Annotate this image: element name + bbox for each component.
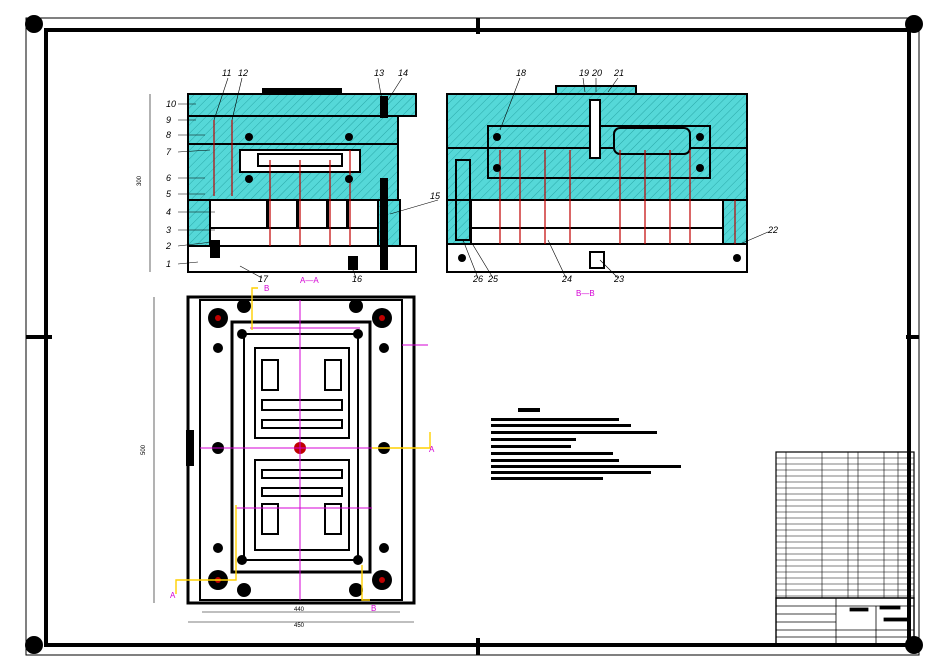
part-label-21: 21 — [613, 68, 624, 78]
part-label-24: 24 — [561, 274, 572, 284]
part-label-26: 26 — [472, 274, 483, 284]
front-section-view: 300 10 9 8 7 6 5 4 3 2 1 11 12 13 14 15 … — [137, 68, 441, 285]
section-title-a-a: A—A — [300, 276, 319, 285]
part-label-1: 1 — [166, 259, 171, 269]
part-label-5: 5 — [166, 189, 172, 199]
dim-width-outer: 450 — [294, 623, 305, 629]
part-label-14: 14 — [398, 68, 408, 78]
svg-text:300: 300 — [137, 175, 143, 186]
part-label-25: 25 — [487, 274, 499, 284]
plan-view: B B A A 500 440 450 — [141, 284, 435, 629]
section-marker-b-bottom: B — [371, 604, 376, 613]
dim-height: 500 — [141, 444, 147, 455]
section-marker-b-top: B — [264, 284, 269, 293]
part-label-16: 16 — [352, 274, 362, 284]
part-label-13: 13 — [374, 68, 384, 78]
corner-mark-bottom-right — [905, 636, 923, 654]
part-label-20: 20 — [591, 68, 602, 78]
section-title-b-b: B—B — [576, 289, 595, 298]
part-label-22: 22 — [767, 225, 778, 235]
dim-width-inner: 440 — [294, 607, 305, 613]
corner-mark-bottom-left — [25, 636, 43, 654]
part-label-12: 12 — [238, 68, 248, 78]
part-label-23: 23 — [613, 274, 624, 284]
part-label-18: 18 — [516, 68, 526, 78]
part-label-19: 19 — [579, 68, 589, 78]
corner-mark-top-right — [905, 15, 923, 33]
part-label-10: 10 — [166, 99, 176, 109]
part-label-17: 17 — [258, 274, 269, 284]
corner-mark-top-left — [25, 15, 43, 33]
title-block — [775, 597, 915, 645]
section-marker-a-right: A — [429, 445, 435, 454]
drawing-frame — [25, 15, 923, 656]
part-label-3: 3 — [166, 225, 171, 235]
parts-list-table — [775, 451, 915, 599]
side-section-view: 18 19 20 21 22 23 24 25 26 B—B — [446, 68, 778, 298]
technical-requirements-block — [491, 408, 681, 480]
part-label-11: 11 — [222, 68, 231, 78]
part-label-7: 7 — [166, 147, 172, 157]
part-label-9: 9 — [166, 115, 171, 125]
part-label-8: 8 — [166, 130, 171, 140]
part-label-2: 2 — [165, 241, 171, 251]
section-marker-a-left: A — [170, 591, 176, 600]
part-label-4: 4 — [166, 207, 171, 217]
part-label-6: 6 — [166, 173, 171, 183]
part-label-15: 15 — [430, 191, 441, 201]
